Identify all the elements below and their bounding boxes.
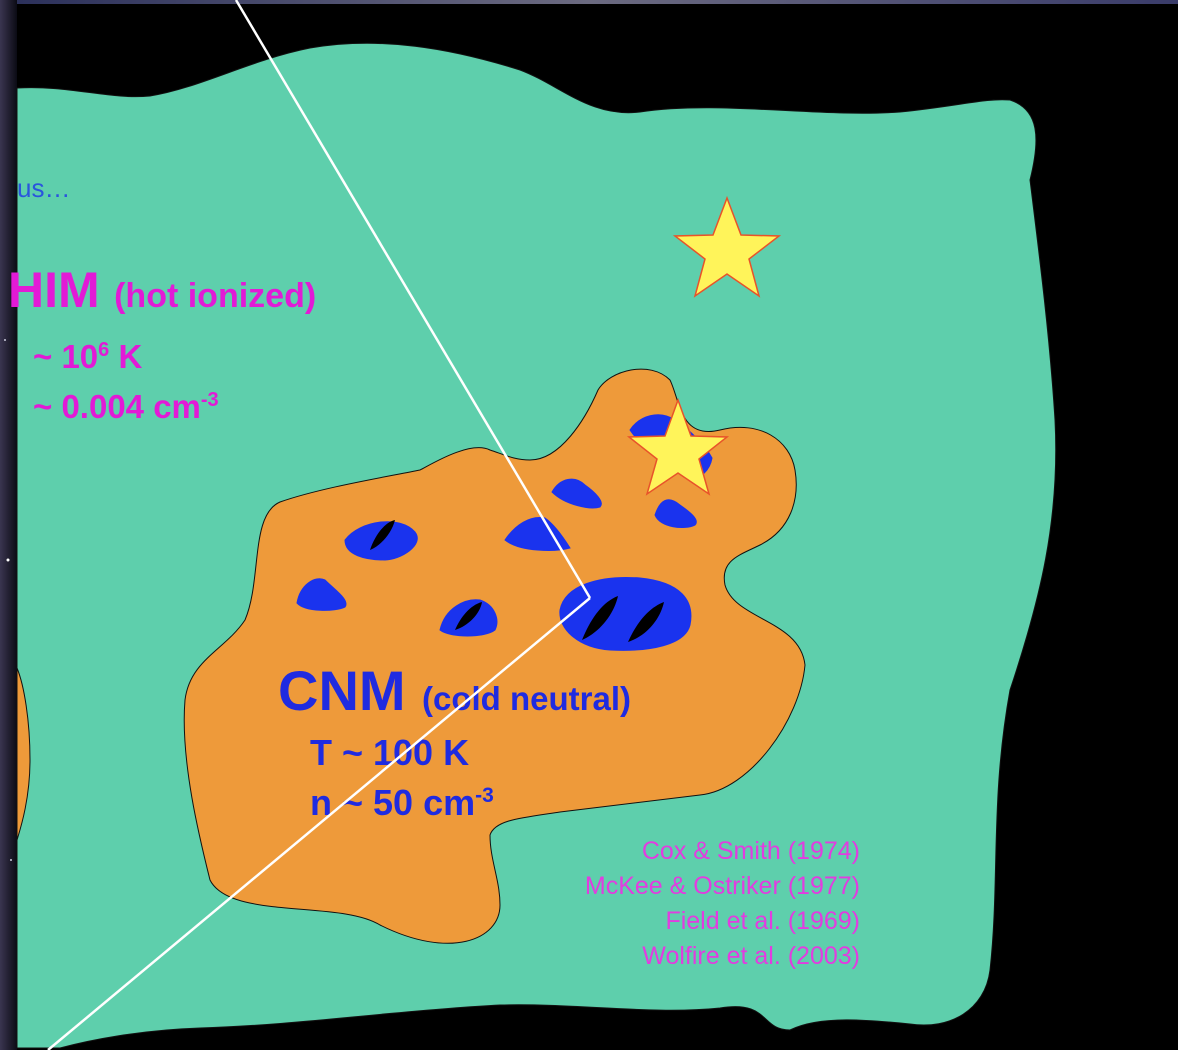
cnm-dens-exponent: -3 <box>475 784 494 807</box>
intro-fragment: us… <box>17 173 70 203</box>
reference-item: Field et al. (1969) <box>665 907 860 935</box>
cnm-temperature: T ~ 100 K <box>310 732 469 773</box>
cnm-density: n ~ 50 cm-3 <box>310 782 494 823</box>
him-temperature: ~ 106 K <box>33 338 142 375</box>
him-temp-unit: K <box>109 338 142 375</box>
left-starfield-strip <box>0 0 17 1050</box>
reference-item: Cox & Smith (1974) <box>642 837 860 865</box>
cnm-dens-prefix: n ~ 50 cm <box>310 782 475 823</box>
cold-clump-large <box>560 577 691 650</box>
reference-item: Wolfire et al. (2003) <box>642 942 860 970</box>
him-temp-exponent: 6 <box>98 339 109 361</box>
him-density: ~ 0.004 cm-3 <box>33 388 219 425</box>
background-star <box>7 559 10 562</box>
reference-item: McKee & Ostriker (1977) <box>585 872 860 900</box>
him-dens-prefix: ~ 0.004 cm <box>33 388 201 425</box>
him-temp-prefix: ~ 10 <box>33 338 98 375</box>
him-dens-exponent: -3 <box>201 389 219 411</box>
top-starfield-strip <box>0 0 1178 4</box>
him-name: HIM <box>8 262 100 318</box>
him-descriptor: (hot ionized) <box>114 277 316 315</box>
background-star <box>4 339 6 341</box>
cnm-name: CNM <box>278 659 406 722</box>
background-star <box>10 859 12 861</box>
